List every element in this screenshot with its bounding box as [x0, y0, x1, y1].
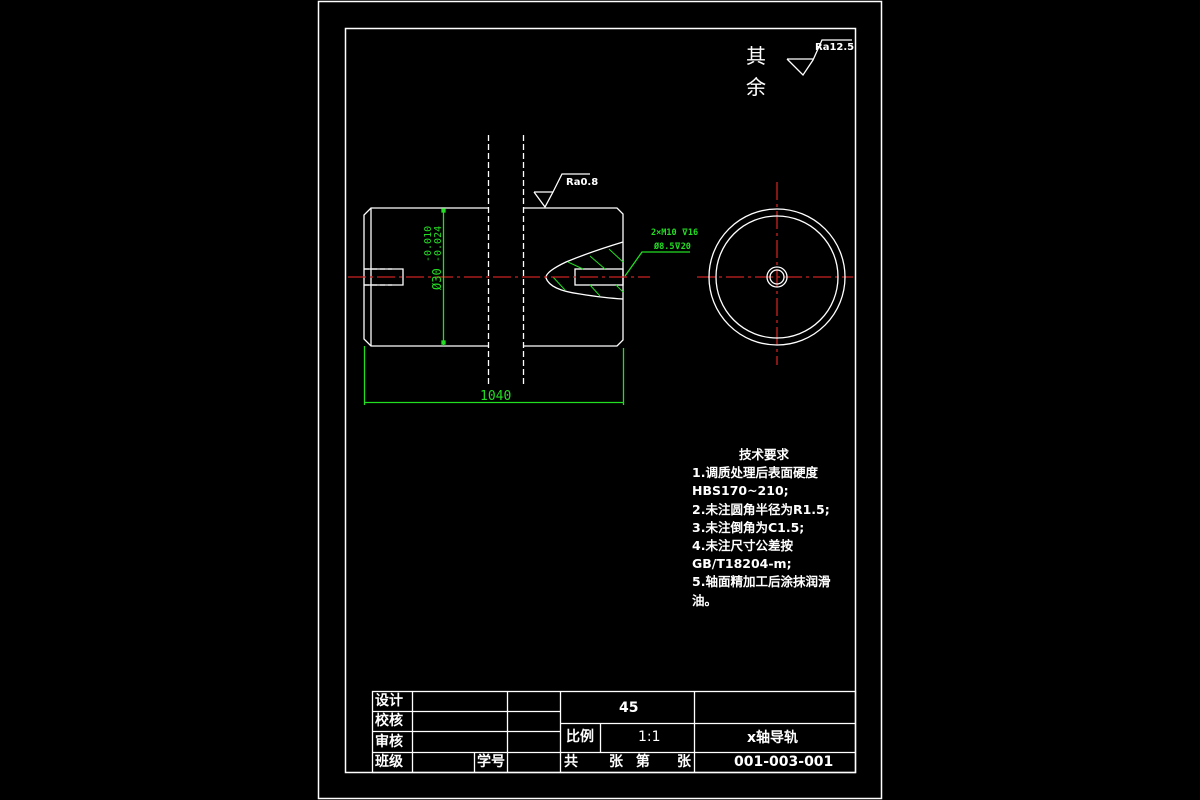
shaft-end-view	[708, 208, 846, 346]
material-value: 45	[619, 700, 639, 716]
length-dimension-text: 1040	[480, 389, 511, 404]
part-name: x轴导轨	[747, 730, 799, 746]
title-block-grid	[371, 690, 857, 774]
tech-requirement-line: 1.调质处理后表面硬度	[692, 465, 818, 481]
thread-note-line1: 2×M10 ⊽16	[651, 228, 698, 238]
tech-requirement-line: 油。	[692, 592, 718, 608]
diameter-lower-tol: -0.024	[433, 226, 444, 262]
surface-note-char1: 其	[746, 44, 766, 68]
diameter-nominal: Ø30	[430, 268, 444, 290]
surface-roughness-general	[786, 39, 852, 77]
review-label: 审核	[375, 734, 403, 750]
roughness-symbol-icon	[786, 39, 852, 77]
outer-frame	[317, 0, 883, 800]
design-label: 设计	[375, 693, 403, 709]
student-id-label: 学号	[477, 754, 505, 770]
diameter-dimension	[441, 208, 446, 346]
roughness-ra08-text: Ra0.8	[566, 177, 598, 188]
scale-value: 1:1	[638, 729, 661, 745]
scale-label: 比例	[566, 729, 594, 745]
drawing-number: 001-003-001	[734, 754, 834, 770]
tech-requirement-line: 2.未注圆角半径为R1.5;	[692, 501, 830, 517]
surface-note-char2: 余	[746, 75, 766, 99]
tech-requirements-title: 技术要求	[739, 447, 790, 462]
tech-requirement-line: 3.未注倒角为C1.5;	[692, 519, 805, 535]
length-dimension	[363, 346, 625, 405]
roughness-general-text: Ra12.5	[815, 42, 854, 53]
thread-leader-line	[624, 251, 690, 277]
tech-requirement-line: GB/T18204-m;	[692, 556, 792, 572]
sheets-middle: 张 第	[609, 754, 650, 770]
inner-frame	[344, 27, 857, 774]
sheets-suffix: 张	[677, 754, 691, 770]
check-label: 校核	[375, 713, 403, 729]
technical-requirements: 技术要求 1.调质处理后表面硬度 HBS170~210; 2.未注圆角半径为R1…	[692, 446, 830, 610]
tech-requirement-line: 5.轴面精加工后涂抹润滑	[692, 574, 831, 590]
tech-requirement-line: 4.未注尺寸公差按	[692, 538, 793, 554]
thread-note-line2: Ø8.5⊽20	[653, 241, 691, 252]
shaft-side-view	[363, 207, 624, 347]
class-label: 班级	[375, 754, 403, 770]
tech-requirement-line: HBS170~210;	[692, 483, 789, 499]
sheets-total-prefix: 共	[564, 754, 578, 770]
diameter-upper-tol: -0.010	[423, 226, 434, 262]
